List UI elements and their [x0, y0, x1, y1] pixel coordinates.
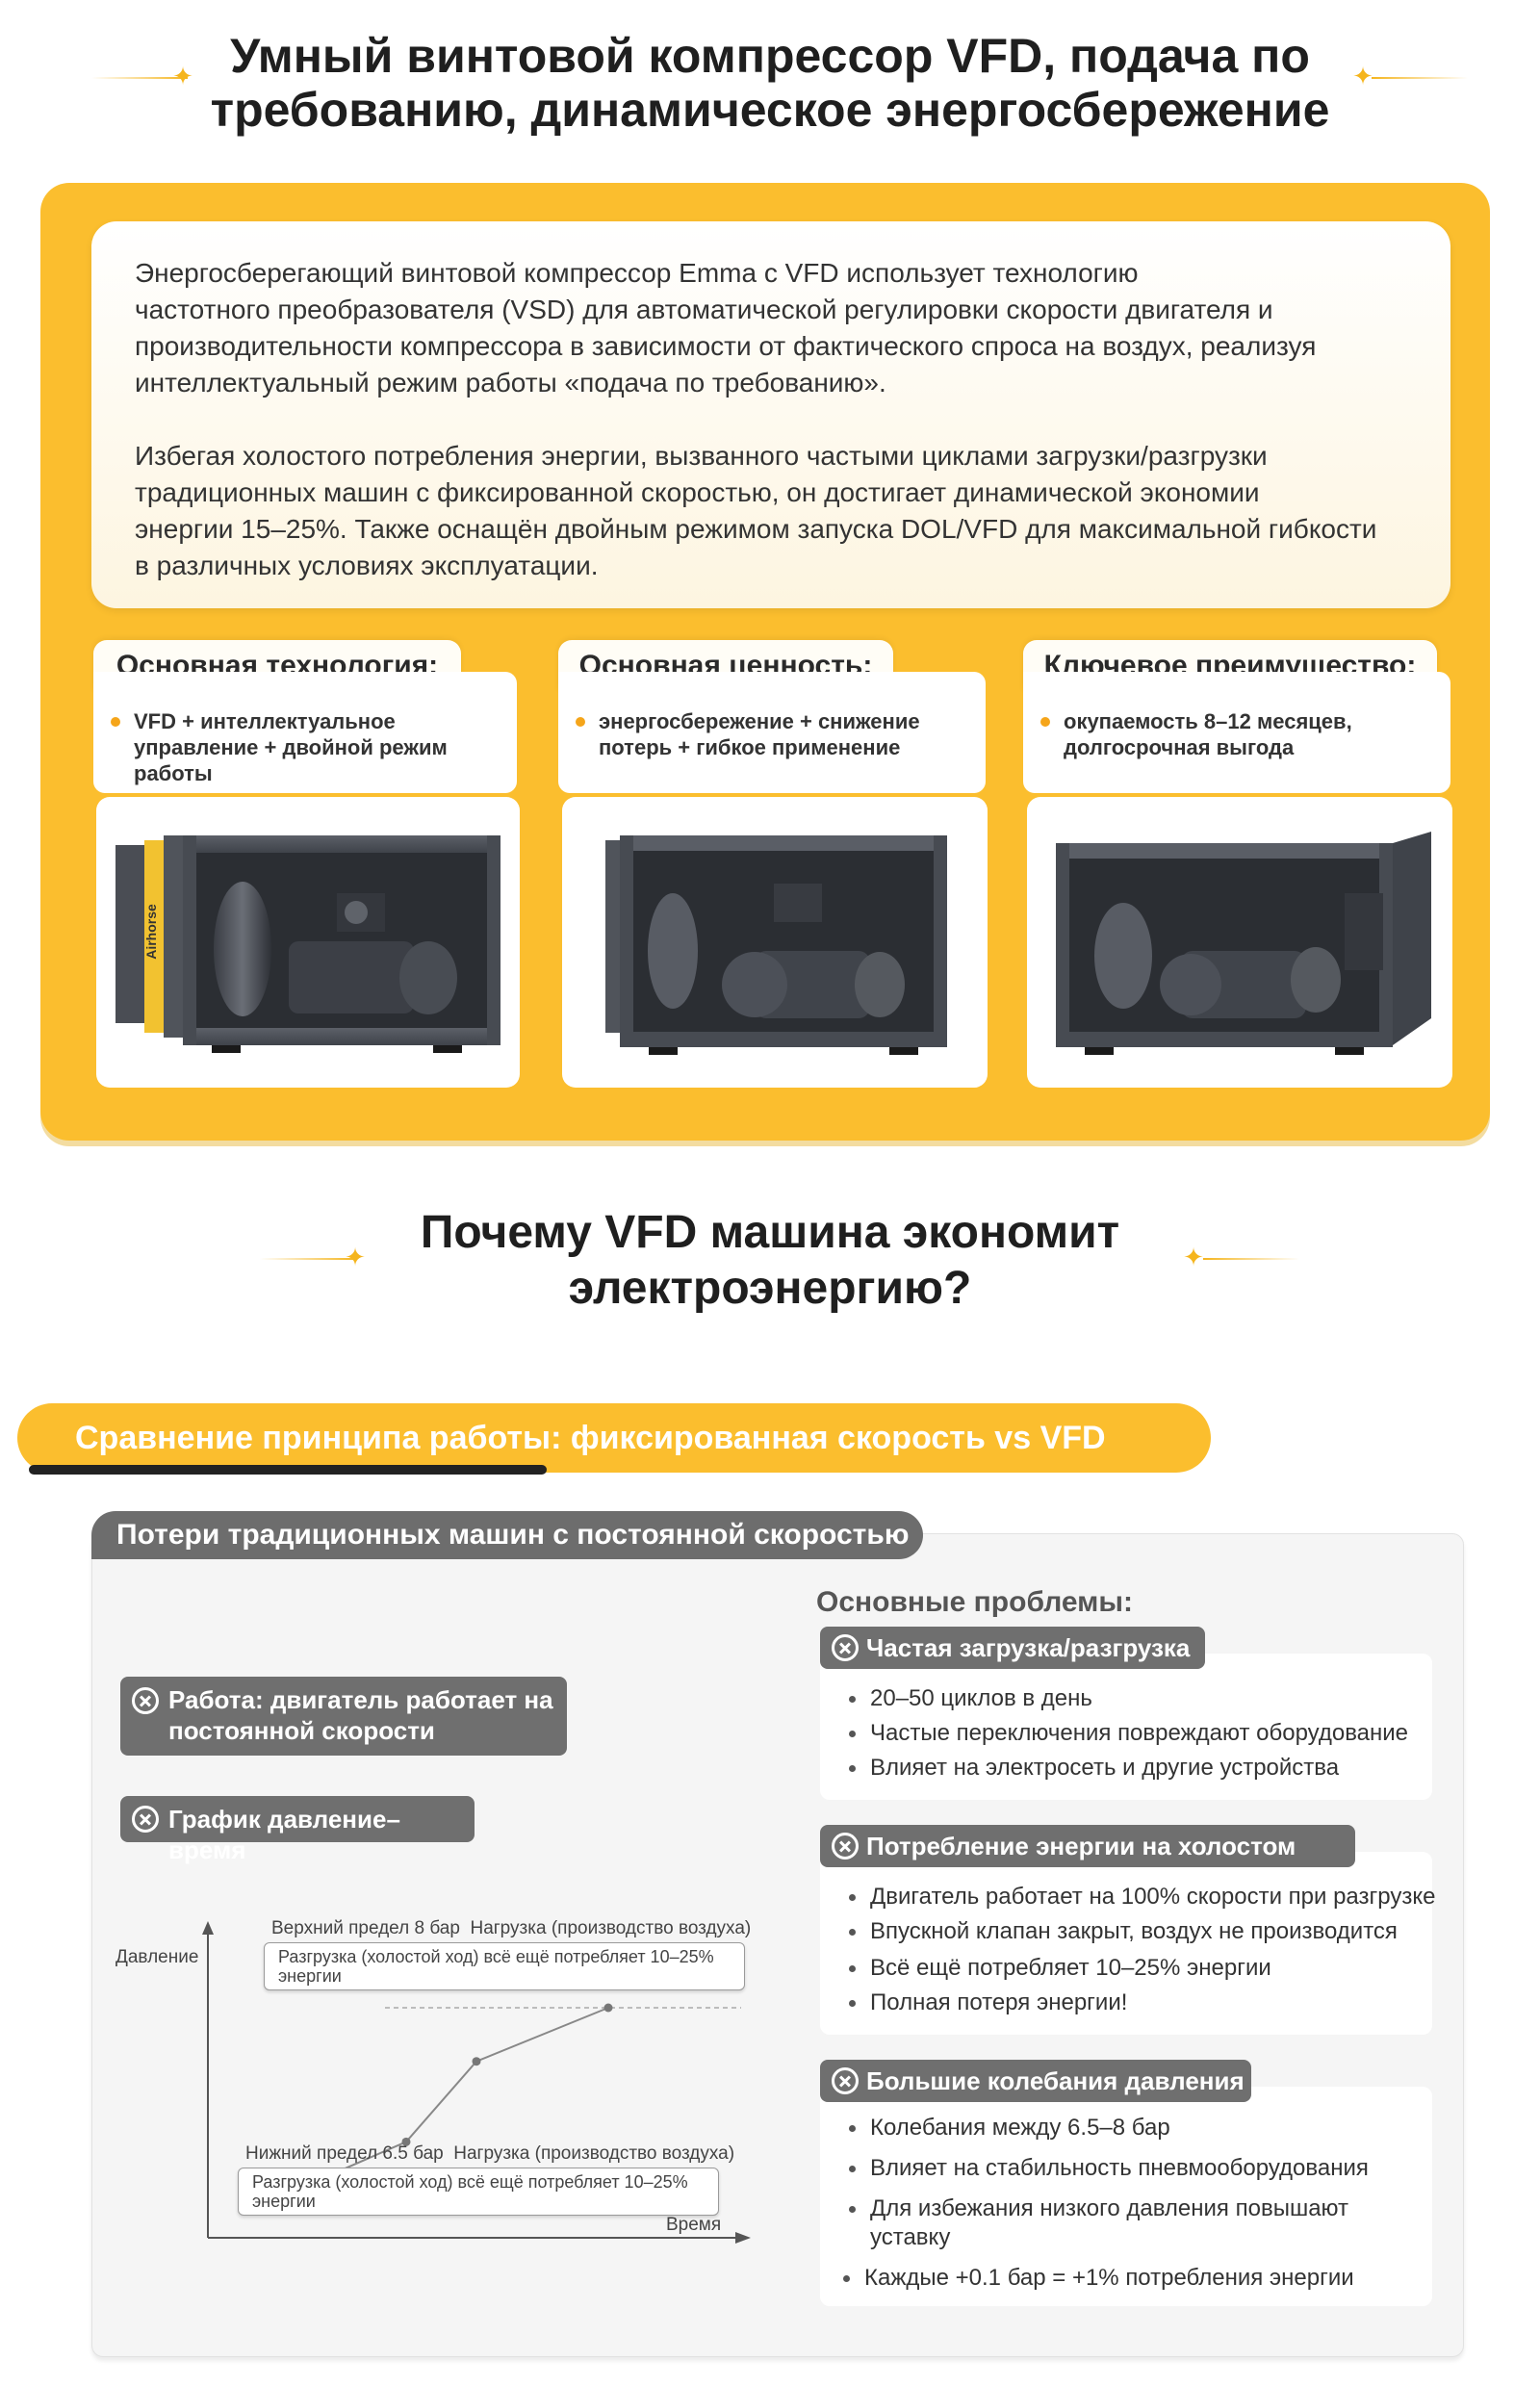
sparkle-icon-right-2: ✦	[1183, 1243, 1204, 1271]
problem-item: Колебания между 6.5–8 бар	[849, 2114, 1170, 2142]
lower-idle-note: Разгрузка (холостой ход) всё ещё потребл…	[238, 2168, 719, 2216]
work-mode-line2: постоянной скорости	[168, 1716, 435, 1745]
sparkle-icon-left-2: ✦	[345, 1243, 366, 1271]
page-title-line2: требованию, динамическое энергосбережени…	[210, 83, 1330, 137]
problem-box-1	[820, 1654, 1432, 1800]
intro-paragraph-2: Избегая холостого потребления энергии, в…	[135, 441, 1377, 580]
x-circle-icon	[132, 1806, 159, 1833]
intro-card: Энергосберегающий винтовой компрессор Em…	[91, 221, 1450, 608]
upper-limit-label: Верхний предел 8 бар Нагрузка (производс…	[271, 1918, 752, 1938]
upper-idle-note: Разгрузка (холостой ход) всё ещё потребл…	[264, 1942, 745, 1990]
banner-underline	[29, 1465, 547, 1475]
data-point-3	[603, 2003, 613, 2013]
fixed-speed-panel-tab: Потери традиционных машин с постоянной с…	[91, 1511, 923, 1559]
problem-item: Каждые +0.1 бар = +1% потребления энерги…	[843, 2264, 1354, 2293]
problem-title-3: Большие колебания давления	[820, 2060, 1251, 2102]
section-decoration-left	[260, 1258, 356, 1260]
data-point-1	[401, 2137, 411, 2146]
problem-title-2: Потребление энергии на холостом ходу	[820, 1825, 1355, 1903]
problem-item: Влияет на электросеть и другие устройств…	[849, 1754, 1339, 1783]
x-circle-icon	[832, 1634, 859, 1661]
graph-label-text: График давление–время	[168, 1805, 400, 1864]
card-bullet: окупаемость 8–12 месяцев,долгосрочная вы…	[1040, 708, 1439, 760]
x-circle-icon	[132, 1687, 159, 1714]
title-decoration-left	[91, 77, 188, 79]
section-title-line1: Почему VFD машина экономит	[420, 1207, 1120, 1258]
problem-item: Двигатель работает на 100% скорости при …	[849, 1883, 1435, 1911]
sparkle-icon-right: ✦	[1352, 62, 1373, 90]
card-body-key-advantage: окупаемость 8–12 месяцев,долгосрочная вы…	[1023, 672, 1450, 793]
page-title-line1: Умный винтовой компрессор VFD, подача по	[230, 29, 1310, 83]
x-axis-arrow	[735, 2232, 751, 2244]
y-axis-label: Давление	[116, 1947, 199, 1967]
section-title-line2: электроэнергию?	[568, 1263, 972, 1314]
problems-title: Основные проблемы:	[816, 1586, 1133, 1618]
comparison-banner-text: Сравнение принципа работы: фиксированная…	[75, 1420, 1106, 1456]
compressor-image-1: Airhorse	[96, 797, 520, 1088]
comparison-banner	[17, 1403, 1211, 1473]
problem-item: 20–50 циклов в день	[849, 1684, 1092, 1713]
compressor-image-3	[1027, 797, 1452, 1088]
problem-item: Впускной клапан закрыт, воздух не произв…	[849, 1917, 1398, 1946]
page-title: Умный винтовой компрессор VFD, подача по…	[0, 29, 1540, 137]
brand-label: Airhorse	[143, 904, 159, 960]
y-axis-arrow	[202, 1921, 214, 1935]
x-axis-label: Время	[666, 2215, 722, 2235]
compressor-image-2	[562, 797, 988, 1088]
work-mode-pill: Работа: двигатель работает на постоянной…	[120, 1677, 567, 1756]
work-mode-line1: Работа: двигатель работает на	[168, 1685, 553, 1714]
section-title: Почему VFD машина экономит электроэнерги…	[0, 1205, 1540, 1317]
sparkle-icon-left: ✦	[172, 62, 193, 90]
problem-title-1: Частая загрузка/разгрузка	[820, 1627, 1205, 1669]
problem-item: Влияет на стабильность пневмооборудовани…	[849, 2154, 1369, 2183]
problem-box-2	[820, 1852, 1432, 2035]
x-circle-icon	[832, 2067, 859, 2094]
lower-limit-label: Нижний предел 6.5 бар Нагрузка (производ…	[245, 2143, 735, 2164]
graph-label-pill: График давление–время	[120, 1796, 475, 1864]
data-point-2	[472, 2057, 481, 2066]
problem-box-3	[820, 2087, 1432, 2306]
x-circle-icon	[832, 1833, 859, 1860]
problem-item: Полная потеря энергии!	[849, 1988, 1127, 2017]
title-decoration-right	[1372, 77, 1468, 79]
section-decoration-right	[1203, 1258, 1299, 1260]
problem-item: Частые переключения повреждают оборудова…	[849, 1719, 1408, 1748]
problem-item: Всё ещё потребляет 10–25% энергии	[849, 1954, 1271, 1983]
problem-item: Для избежания низкого давления повышают …	[849, 2194, 1388, 2252]
intro-paragraph-1: Энергосберегающий винтовой компрессор Em…	[135, 258, 1317, 398]
